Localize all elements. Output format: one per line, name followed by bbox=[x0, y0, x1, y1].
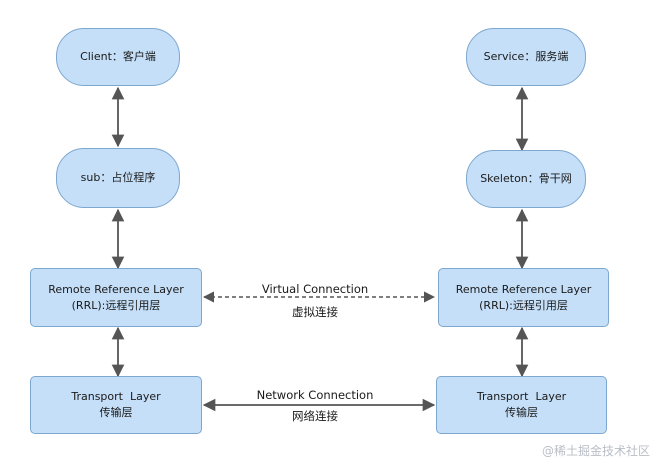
network-connection-label-en: Network Connection bbox=[256, 388, 374, 402]
service-label: Service：服务端 bbox=[483, 50, 569, 63]
client-node: Client：客户端 bbox=[56, 28, 180, 86]
network-connection-label-zh: 网络连接 bbox=[292, 409, 338, 423]
transport-left-node: Transport Layer 传输层 bbox=[30, 376, 202, 434]
rrl-left-label-en: Remote Reference Layer bbox=[48, 282, 184, 296]
virtual-connection-label-en: Virtual Connection bbox=[261, 282, 369, 296]
transport-left-label-zh: 传输层 bbox=[99, 406, 133, 419]
watermark-text: @稀土掘金技术社区 bbox=[541, 444, 650, 458]
rrl-right-node: Remote Reference Layer (RRL):远程引用层 bbox=[438, 268, 609, 327]
transport-right-label-zh: 传输层 bbox=[505, 406, 538, 419]
virtual-connection-label-zh: 虚拟连接 bbox=[292, 305, 338, 319]
transport-left-label-en: Transport Layer bbox=[71, 390, 161, 403]
rrl-right-label-en: Remote Reference Layer bbox=[455, 282, 592, 296]
stub-node: sub：占位程序 bbox=[56, 148, 180, 208]
service-node: Service：服务端 bbox=[466, 28, 586, 86]
stub-label: sub：占位程序 bbox=[80, 171, 156, 184]
rrl-left-label-zh: (RRL):远程引用层 bbox=[71, 298, 161, 312]
skeleton-node: Skeleton：骨干网 bbox=[466, 150, 586, 208]
skeleton-label: Skeleton：骨干网 bbox=[480, 172, 572, 185]
rrl-right-label-zh: (RRL):远程引用层 bbox=[479, 298, 568, 312]
transport-right-label-en: Transport Layer bbox=[476, 390, 567, 403]
client-label: Client：客户端 bbox=[80, 50, 156, 63]
rrl-left-node: Remote Reference Layer (RRL):远程引用层 bbox=[30, 268, 202, 327]
transport-right-node: Transport Layer 传输层 bbox=[436, 376, 607, 434]
